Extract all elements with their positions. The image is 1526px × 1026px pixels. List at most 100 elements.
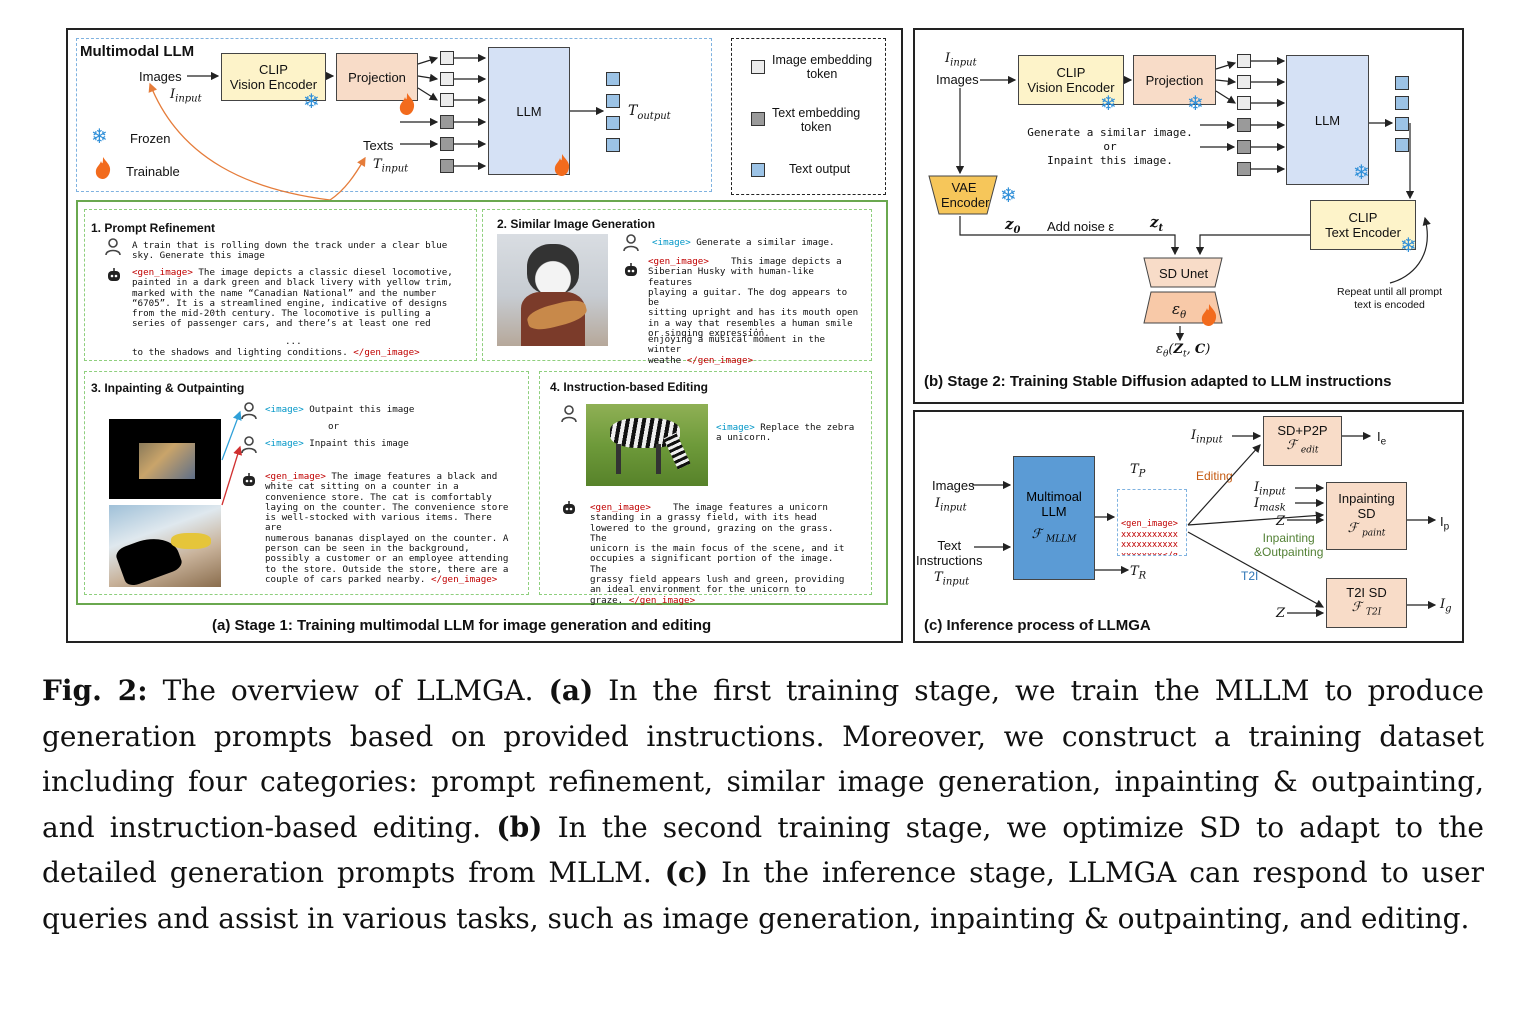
c-ig: Ig [1440, 597, 1452, 615]
b-projection: Projection [1133, 55, 1216, 105]
cat1-ellipsis: ... [285, 336, 302, 347]
llm-box: LLM [488, 47, 570, 175]
panel-b-caption: (b) Stage 2: Training Stable Diffusion a… [924, 373, 1392, 390]
inpaint-photo [109, 505, 221, 587]
cat2-bot-body: This image depicts a Siberian Husky with… [648, 256, 859, 340]
image-token [1237, 54, 1251, 68]
panel-b [913, 28, 1464, 404]
c-t2i: T2I [1241, 569, 1259, 583]
eps-out-label: εθ(Zt, C) [1156, 342, 1211, 360]
text-token [440, 137, 454, 151]
c-sdp2p-box: SD+P2P ℱ edit [1263, 416, 1342, 466]
c-f-paint: ℱ paint [1347, 520, 1386, 539]
text-token [1237, 162, 1251, 176]
eps-theta-label: εθ [1172, 300, 1187, 321]
c-f-t2i: ℱ T2I [1351, 600, 1382, 618]
c-tp: TP [1130, 462, 1146, 480]
robot-icon [563, 501, 575, 514]
zt-label: zt [1150, 213, 1164, 234]
cat3-user1-body: Outpaint this image [303, 404, 415, 415]
image-token [440, 72, 454, 86]
image-tag: <image> [265, 404, 304, 415]
cat1-bot-text: <gen_image> The image depicts a classic … [132, 267, 472, 330]
gen-close-tag: </gen_image> [686, 354, 754, 366]
gen-close-tag: </gen_image> [430, 573, 498, 585]
b-clip-text: CLIP Text Encoder [1310, 200, 1416, 250]
panel-a [66, 28, 903, 643]
c-tr: TR [1130, 564, 1147, 582]
husky-photo [497, 234, 608, 346]
c-z1: Z [1276, 514, 1286, 529]
c-ip: Ip [1440, 514, 1450, 533]
output-token [606, 138, 620, 152]
snowflake-icon: ❄ [1100, 93, 1117, 115]
cat2-user-text: <image> Generate a similar image. [652, 237, 862, 248]
cat2-ellipsis: ... [748, 322, 765, 333]
panel-a-arrows [148, 53, 605, 201]
legend-box [731, 38, 886, 195]
snowflake-icon: ❄ [1187, 93, 1204, 115]
c-t2i-label: T2I SD [1346, 585, 1387, 601]
cat2-bot-end-text: enjoying a musical moment in the winter … [648, 334, 826, 366]
cat3-arrows [221, 410, 243, 506]
output-token [1395, 117, 1409, 131]
c-edit-i-input: Iinput [1191, 428, 1223, 446]
category-instruction-editing [539, 371, 872, 595]
cat2-user-body: Generate a similar image. [690, 237, 835, 248]
flame-icon [554, 154, 570, 176]
output-token [606, 72, 620, 86]
image-tag: <image> [652, 237, 691, 248]
projection-box: Projection [336, 53, 418, 101]
snowflake-icon: ❄ [1400, 235, 1417, 257]
user-icon [105, 238, 121, 256]
robot-icon [625, 263, 637, 276]
c-sdp2p-label: SD+P2P [1277, 423, 1328, 439]
repeat-label: Repeat until all prompt text is encoded [1337, 286, 1443, 311]
c-i-input: Iinput [935, 496, 967, 514]
c-paint-i-input: Iinput [1254, 480, 1286, 498]
outpaint-photo [109, 419, 221, 499]
flame-icon [399, 93, 415, 115]
cat1-bot-end-text: to the shadows and lighting conditions. [132, 347, 354, 358]
snowflake-icon: ❄ [1000, 185, 1017, 207]
c-z2: Z [1276, 606, 1286, 621]
c-inpaint-box: Inpainting SD ℱ paint [1326, 482, 1407, 550]
fig-b-text: In the second training stage, we optimiz… [42, 810, 1484, 890]
cat1-user-text: A train that is rolling down the track u… [132, 240, 448, 262]
t-input-label: Tinput [373, 157, 409, 175]
legend-output-label: Text output [789, 162, 851, 176]
cat2-bot-end: enjoying a musical moment in the winter … [648, 334, 860, 366]
category-similar-image [482, 209, 872, 361]
b-i-input: Iinput [945, 51, 977, 69]
gen-close-tag: </gen_image> [628, 594, 696, 606]
b-images-label: Images [936, 72, 979, 87]
vae-label: VAE Encoder [941, 180, 990, 210]
panel-c [913, 410, 1464, 643]
text-token [1237, 118, 1251, 132]
user-icon [241, 402, 257, 420]
mllm-title: Multimodal LLM [80, 43, 195, 60]
fig-b-label: (b) [496, 810, 543, 844]
c-t-input: Tinput [934, 570, 970, 588]
gen-open-tag: <gen_image> [132, 267, 193, 278]
sd-unet-label: SD Unet [1159, 266, 1209, 281]
cat2-bot-text: <gen_image> This image depicts a Siberia… [648, 256, 860, 340]
panel-c-arrows [972, 431, 1437, 618]
clip-vision-encoder: CLIP Vision Encoder [221, 53, 326, 101]
user-icon [561, 405, 577, 423]
frozen-label: Frozen [130, 131, 171, 146]
b-clip-vision: CLIP Vision Encoder [1018, 55, 1124, 105]
c-mllm-label: Multimoal LLM [1026, 488, 1082, 519]
c-gen-box: <gen_image> xxxxxxxxxxx xxxxxxxxxxx xxxx… [1117, 489, 1187, 556]
c-ie: Ie [1377, 429, 1387, 448]
legend-text-token [751, 112, 765, 126]
flame-icon [1201, 304, 1217, 326]
output-token [1395, 138, 1409, 152]
image-token [1237, 75, 1251, 89]
fig-label: Fig. 2: [42, 674, 148, 707]
user-icon [241, 436, 257, 454]
panel-a-caption: (a) Stage 1: Training multimodal LLM for… [212, 617, 712, 634]
fig-c-text: In the inference stage, LLMGA can respon… [42, 856, 1485, 935]
legend-output-token [751, 163, 765, 177]
b-llm: LLM [1286, 55, 1369, 185]
